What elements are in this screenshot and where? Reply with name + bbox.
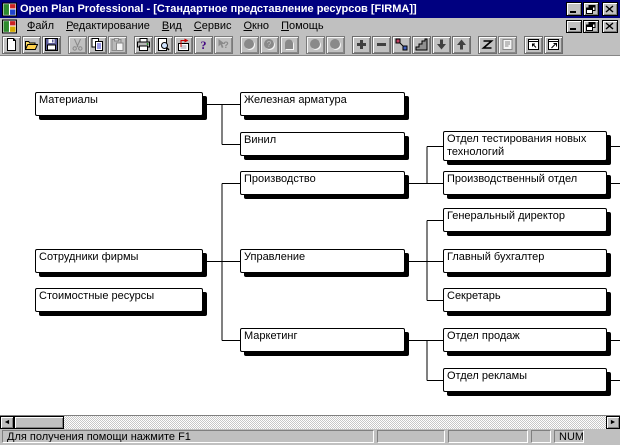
status-bar: Для получения помощи нажмите F1 NUM bbox=[0, 429, 620, 445]
svg-text:?: ? bbox=[201, 38, 207, 51]
rollup-button[interactable] bbox=[174, 35, 193, 54]
horizontal-scrollbar[interactable]: ◄ ► bbox=[0, 415, 620, 429]
tree-node-glavbuh[interactable]: Главный бухгалтер bbox=[443, 249, 607, 273]
print-button[interactable] bbox=[134, 35, 153, 54]
resource-circle-button bbox=[240, 35, 259, 54]
expand-window-button[interactable] bbox=[544, 35, 563, 54]
svg-text:?: ? bbox=[267, 40, 272, 49]
add-node-button[interactable] bbox=[352, 35, 371, 54]
tree-node-sekretar[interactable]: Секретарь bbox=[443, 288, 607, 312]
menu-файл[interactable]: Файл bbox=[27, 19, 55, 32]
link-nodes-button[interactable] bbox=[392, 35, 411, 54]
scrollbar-thumb[interactable] bbox=[14, 416, 64, 429]
cut-button bbox=[68, 35, 87, 54]
scrollbar-track[interactable] bbox=[14, 416, 606, 429]
tree-node-otdel-prodazh[interactable]: Отдел продаж bbox=[443, 328, 607, 352]
tree-node-proizv-otdel[interactable]: Производственный отдел bbox=[443, 171, 607, 195]
open-button[interactable] bbox=[22, 35, 41, 54]
circle-view-1-button bbox=[306, 35, 325, 54]
mdi-close-button[interactable] bbox=[602, 19, 618, 33]
move-up-button[interactable] bbox=[452, 35, 471, 54]
status-pane-3 bbox=[448, 430, 528, 443]
tree-node-vinil[interactable]: Винил bbox=[240, 132, 405, 156]
move-down-button[interactable] bbox=[432, 35, 451, 54]
new-button[interactable] bbox=[2, 35, 21, 54]
menu-помощь[interactable]: Помощь bbox=[281, 19, 324, 32]
tree-node-materialy[interactable]: Материалы bbox=[35, 92, 203, 116]
form-view-button bbox=[498, 35, 517, 54]
status-spacer bbox=[587, 430, 618, 443]
tree-node-gendir[interactable]: Генеральный директор bbox=[443, 208, 607, 232]
connector-lines bbox=[203, 104, 620, 381]
status-message: Для получения помощи нажмите F1 bbox=[2, 430, 374, 443]
help-button[interactable]: ? bbox=[194, 35, 213, 54]
tree-node-otdel-test[interactable]: Отдел тестирования новых технологий bbox=[443, 131, 607, 161]
status-pane-2 bbox=[377, 430, 445, 443]
resource-circle-q-button: ? bbox=[260, 35, 279, 54]
menu-сервис[interactable]: Сервис bbox=[193, 19, 232, 32]
restore-button[interactable] bbox=[583, 2, 599, 16]
resource-arch-button bbox=[280, 35, 299, 54]
outline-button[interactable] bbox=[412, 35, 431, 54]
window-title: Open Plan Professional - [Стандартное пр… bbox=[20, 3, 417, 15]
print-preview-button[interactable] bbox=[154, 35, 173, 54]
close-button[interactable] bbox=[602, 2, 618, 16]
minimize-button[interactable] bbox=[566, 2, 582, 16]
document-icon[interactable] bbox=[2, 19, 17, 34]
menu-bar: Файл Редактирование Вид Сервис Окно Помощь bbox=[0, 18, 620, 34]
menu-окно[interactable]: Окно bbox=[243, 19, 270, 32]
scroll-left-arrow[interactable]: ◄ bbox=[0, 416, 14, 429]
toolbar: ??? bbox=[0, 34, 620, 56]
tree-node-marketing[interactable]: Маркетинг bbox=[240, 328, 405, 352]
mdi-restore-button[interactable] bbox=[583, 19, 599, 33]
tree-node-stoimostnye[interactable]: Стоимостные ресурсы bbox=[35, 288, 203, 312]
num-lock-indicator: NUM bbox=[554, 430, 584, 443]
tree-node-upravlenie[interactable]: Управление bbox=[240, 249, 405, 273]
app-icon bbox=[2, 2, 17, 17]
circle-view-2-button bbox=[326, 35, 345, 54]
context-help-button: ? bbox=[214, 35, 233, 54]
tree-node-otdel-reklamy[interactable]: Отдел рекламы bbox=[443, 368, 607, 392]
tree-node-sotrudniki[interactable]: Сотрудники фирмы bbox=[35, 249, 203, 273]
scroll-right-arrow[interactable]: ► bbox=[606, 416, 620, 429]
status-pane-4 bbox=[531, 430, 551, 443]
copy-button[interactable] bbox=[88, 35, 107, 54]
zigzag-view-button[interactable] bbox=[478, 35, 497, 54]
shrink-window-button[interactable] bbox=[524, 35, 543, 54]
menu-вид[interactable]: Вид bbox=[161, 19, 182, 32]
title-bar: Open Plan Professional - [Стандартное пр… bbox=[0, 0, 620, 18]
paste-button bbox=[108, 35, 127, 54]
save-button[interactable] bbox=[42, 35, 61, 54]
mdi-minimize-button[interactable] bbox=[566, 19, 582, 33]
tree-node-zhel-armatura[interactable]: Железная арматура bbox=[240, 92, 405, 116]
menu-редактирование[interactable]: Редактирование bbox=[66, 19, 150, 32]
tree-node-proizvodstvo[interactable]: Производство bbox=[240, 171, 405, 195]
remove-node-button[interactable] bbox=[372, 35, 391, 54]
svg-text:?: ? bbox=[223, 40, 229, 50]
